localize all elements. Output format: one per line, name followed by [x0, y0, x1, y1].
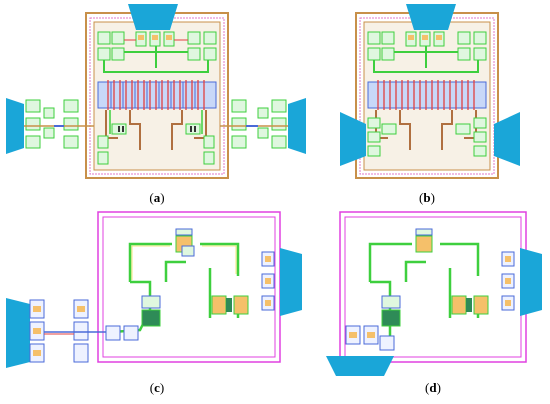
- panel-label-a: (a): [149, 190, 165, 205]
- panel-label-c: (c): [149, 380, 165, 395]
- right-pad: [288, 98, 306, 154]
- panel-d-layout: [326, 211, 542, 376]
- panel-a-layout: [6, 4, 306, 179]
- panel-label-b: (b): [419, 190, 435, 205]
- panel-b-layout: [340, 4, 520, 179]
- panel-c-layout: [6, 211, 302, 368]
- panel-label-d: (d): [425, 380, 441, 395]
- top-pad: [128, 4, 178, 30]
- left-pad: [6, 98, 24, 154]
